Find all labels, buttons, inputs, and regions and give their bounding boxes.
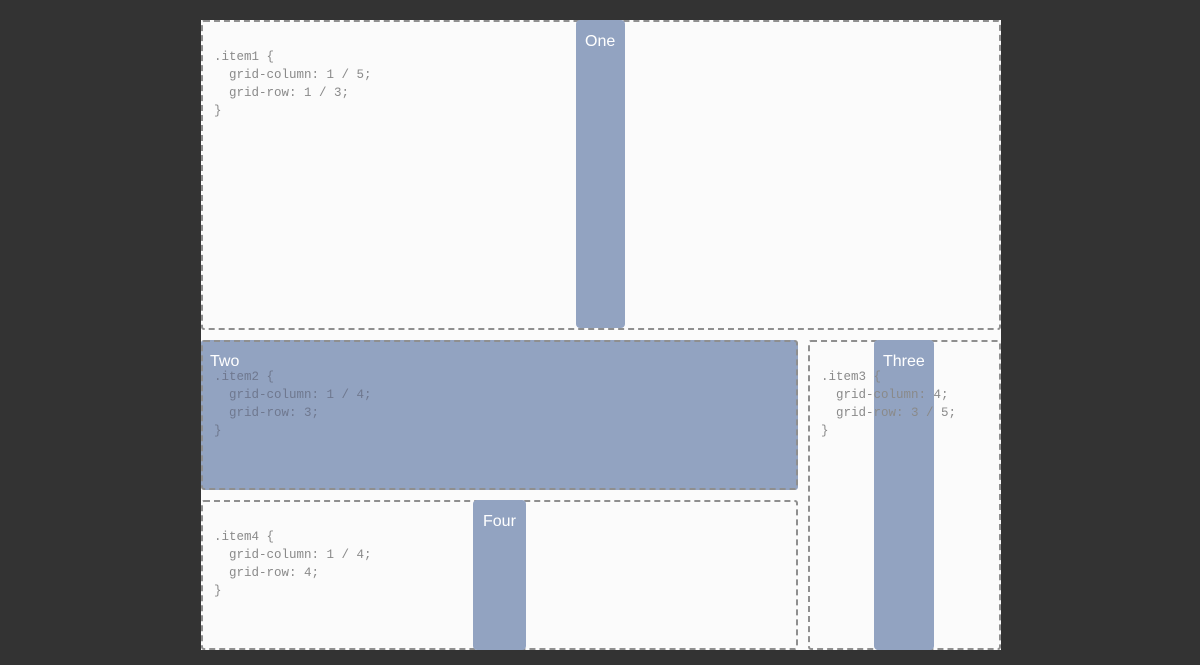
grid-item-one[interactable] bbox=[576, 20, 625, 328]
grid-demo-canvas: .item1 { grid-column: 1 / 5; grid-row: 1… bbox=[201, 20, 1001, 650]
item1-css-code: .item1 { grid-column: 1 / 5; grid-row: 1… bbox=[214, 50, 372, 118]
grid-item-three[interactable] bbox=[874, 340, 934, 650]
grid-item-one-label: One bbox=[585, 33, 616, 50]
grid-item-three-label: Three bbox=[883, 353, 925, 370]
grid-item-four[interactable] bbox=[473, 500, 526, 650]
grid-item-two-label: Two bbox=[210, 353, 240, 370]
item2-css-code: .item2 { grid-column: 1 / 4; grid-row: 3… bbox=[214, 370, 372, 438]
item3-css-code: .item3 { grid-column: 4; grid-row: 3 / 5… bbox=[821, 370, 957, 438]
grid-area-item2: .item2 { grid-column: 1 / 4; grid-row: 3… bbox=[201, 340, 798, 490]
grid-item-four-label: Four bbox=[483, 513, 516, 530]
item4-css-code: .item4 { grid-column: 1 / 4; grid-row: 4… bbox=[214, 530, 372, 598]
